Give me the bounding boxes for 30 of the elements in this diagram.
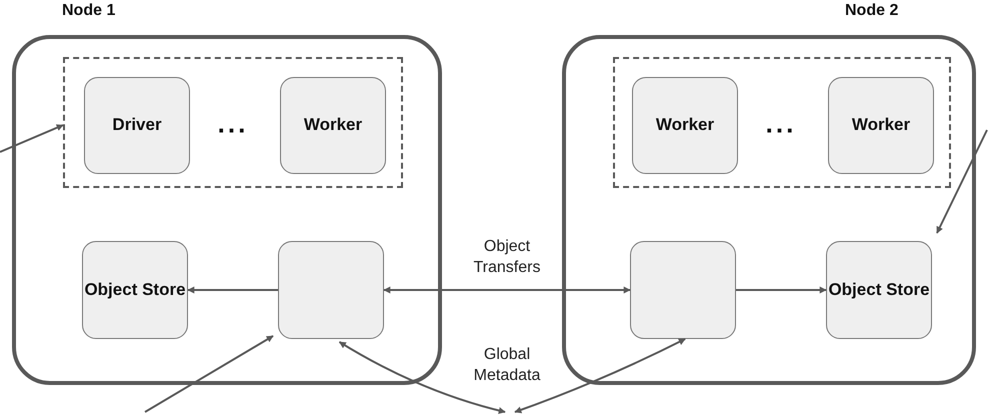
ellipsis: ... [766, 108, 796, 140]
node-heading: Node 1 [62, 2, 116, 20]
process-label: Object Store [828, 280, 930, 300]
process-label: Worker [304, 115, 362, 136]
dashed-group-box [63, 57, 403, 188]
process-box [828, 77, 934, 174]
arrow [514, 338, 686, 414]
process-box [826, 241, 932, 339]
edge-label: Object Transfers [472, 237, 542, 278]
process-label: Worker [656, 115, 714, 136]
process-label: Worker [852, 115, 910, 136]
process-box [278, 241, 384, 339]
process-box [82, 241, 188, 339]
process-box [84, 77, 190, 174]
leader-line [0, 124, 64, 153]
process-box [630, 241, 736, 339]
process-box [632, 77, 738, 174]
process-box [280, 77, 386, 174]
process-label: Driver [112, 115, 162, 136]
process-label: Object Store [84, 280, 186, 300]
dashed-group-box [613, 57, 951, 188]
ellipsis: ... [218, 108, 248, 140]
note-text: Global Metadata [472, 345, 542, 386]
arrow [338, 341, 506, 414]
arrow [736, 286, 827, 294]
leader-line [144, 335, 274, 413]
node-heading: Node 2 [845, 2, 898, 20]
arrow [187, 286, 278, 294]
leader-line [936, 130, 988, 234]
arrow [383, 286, 631, 294]
